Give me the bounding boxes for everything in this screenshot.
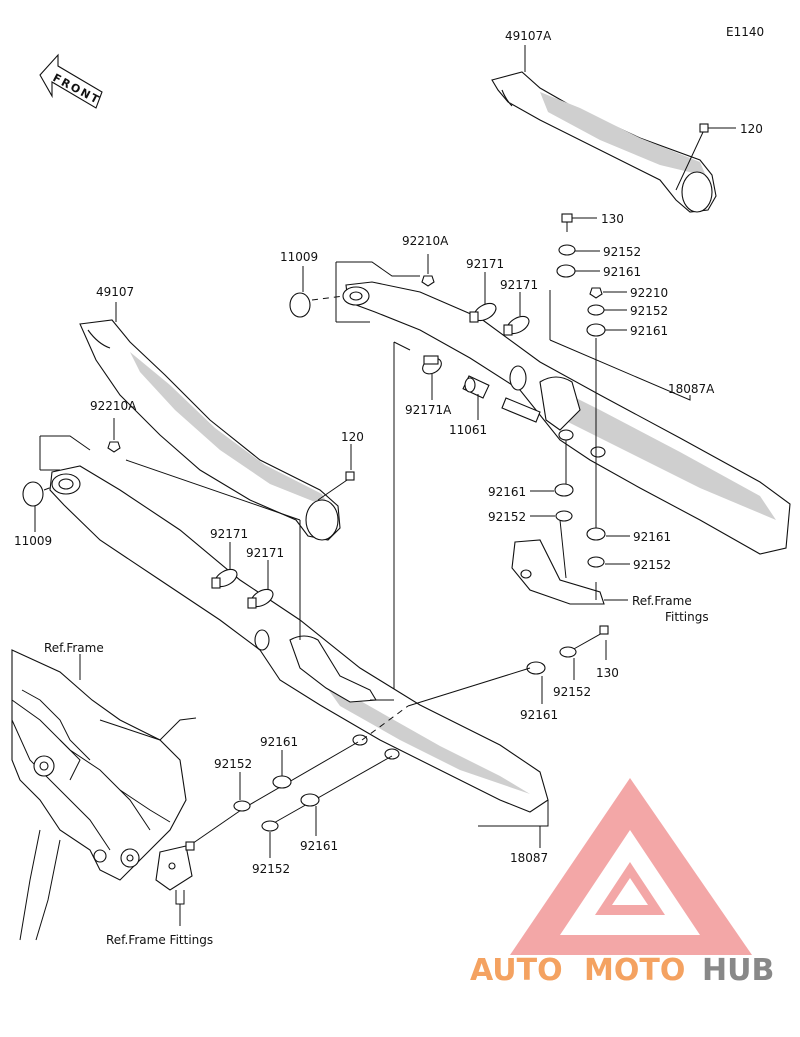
nut-92210A-top [421,275,435,287]
label-49107: 49107 [96,285,134,299]
watermark-word-hub: HUB [702,953,774,988]
clamp-92171-b [503,315,530,336]
sleeve-11061 [462,375,490,399]
label-ref-frame-fittings-r2: Fittings [665,610,709,624]
clamp-92171-d [247,588,274,609]
hardware-stack-right [556,213,606,337]
label-11061: 11061 [449,423,487,437]
watermark-word-auto: AUTO [470,953,563,988]
label-11009-left: 11009 [14,534,52,548]
watermark-logo [510,778,752,955]
label-ref-frame-fittings-bottom: Ref.Frame Fittings [106,933,213,947]
label-92161-a: 92161 [603,265,641,279]
label-92210: 92210 [630,286,668,300]
label-92152-b: 92152 [630,304,668,318]
watermark-word-moto: MOTO [584,953,685,988]
washer-92152-d [587,556,605,568]
label-92152-e: 92152 [553,685,591,699]
label-ref-frame: Ref.Frame [44,641,104,655]
label-92171-a: 92171 [466,257,504,271]
label-92161-g: 92161 [300,839,338,853]
label-92152-f: 92152 [214,757,252,771]
watermark-brand: AUTO MOTO HUB [470,953,774,988]
frame-section [11,649,197,941]
washer-92152-e [559,646,577,658]
washer-92152-c [555,510,573,522]
washer-92161-g [300,793,320,807]
bolt-120-left [317,471,355,501]
label-92161-d: 92161 [633,530,671,544]
gasket-11009-left [22,481,44,507]
muffler-right [342,281,791,555]
label-92161-f: 92161 [260,735,298,749]
washer-92161-f [272,775,292,789]
washer-92152-f [233,800,251,812]
washer-92161-c [554,483,574,497]
label-92171A: 92171A [405,403,452,417]
heat-guard-upper [491,71,717,213]
label-92161-b: 92161 [630,324,668,338]
heat-guard-left [79,319,341,541]
label-92152-d: 92152 [633,558,671,572]
label-130-mid: 130 [596,666,619,680]
label-92171-c: 92171 [210,527,248,541]
label-92210A-left: 92210A [90,399,137,413]
washer-92161-d [586,527,606,541]
label-ref-frame-fittings-r1: Ref.Frame [632,594,692,608]
label-92152-g: 92152 [252,862,290,876]
gasket-11009-top [289,292,311,318]
label-130-top: 130 [601,212,624,226]
bolt-130-mid [571,625,609,651]
label-11009-top: 11009 [280,250,318,264]
label-92152-c: 92152 [488,510,526,524]
label-18087: 18087 [510,851,548,865]
label-92171-d: 92171 [246,546,284,560]
label-92210A-top: 92210A [402,234,449,248]
bracket-left [155,841,195,891]
label-92161-c: 92161 [488,485,526,499]
clamp-92171-a [469,302,497,323]
label-120-left: 120 [341,430,364,444]
clamp-92171-c [211,568,238,589]
washer-92161-e [526,661,546,675]
front-arrow-icon: FRONT [39,53,103,109]
nut-92210A-left [107,441,121,453]
label-92161-e: 92161 [520,708,558,722]
connector-92171A [422,355,442,375]
label-18087A: 18087A [668,382,715,396]
label-120-top: 120 [740,122,763,136]
washer-92152-g [261,820,279,832]
diagram-code: E1140 [726,25,764,39]
label-92171-b: 92171 [500,278,538,292]
label-92152-a: 92152 [603,245,641,259]
label-49107A: 49107A [505,29,552,43]
bracket-right [511,539,605,605]
